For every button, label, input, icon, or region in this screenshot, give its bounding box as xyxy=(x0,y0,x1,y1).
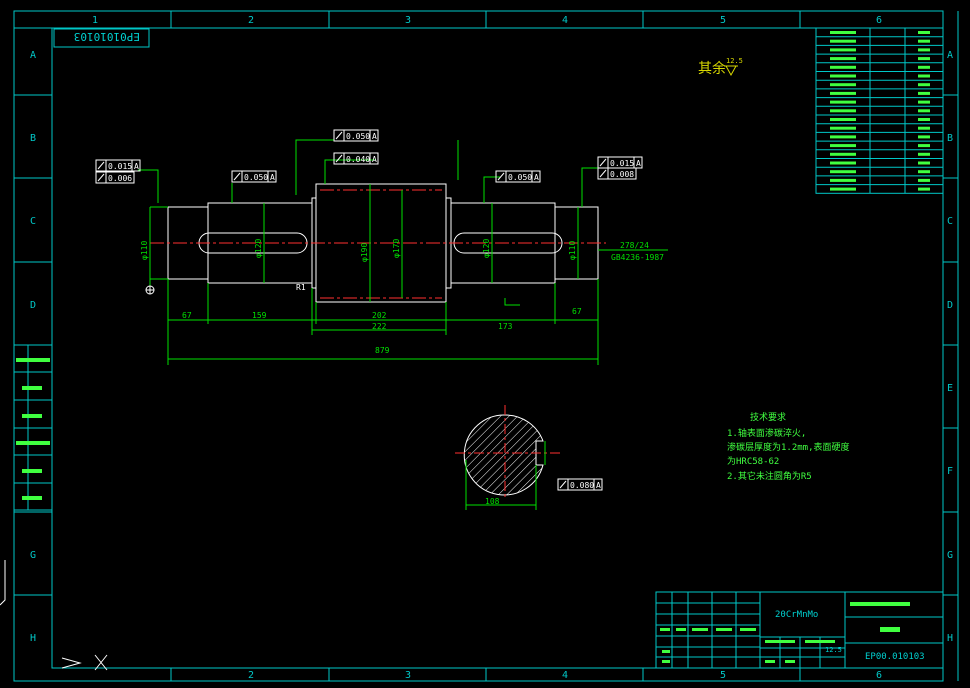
thread-note-2: GB4236-1987 xyxy=(611,253,664,262)
rest-roughness-value: 12.5 xyxy=(726,57,743,65)
col-label-2: 2 xyxy=(248,15,254,26)
tolerance-datum: A xyxy=(270,173,275,182)
material-label: 20CrMnMo xyxy=(775,610,818,620)
col-label-4: 4 xyxy=(562,15,568,26)
tolerance-datum: A xyxy=(596,481,601,490)
tolerance-datum: A xyxy=(372,155,377,164)
row-label-c: C xyxy=(30,216,36,227)
dim-202: 202 xyxy=(372,311,387,320)
tolerance-value: 0.080 xyxy=(570,481,594,490)
code-box-text: EP01010103 xyxy=(74,30,140,43)
cross-section: 108 xyxy=(455,405,560,510)
section-width-label: 108 xyxy=(485,497,500,506)
col-label-6-bottom: 6 xyxy=(876,670,882,681)
col-label-4-bottom: 4 xyxy=(562,670,568,681)
col-label-2-bottom: 2 xyxy=(248,670,254,681)
radius-label: R1 xyxy=(296,283,306,292)
col-label-6: 6 xyxy=(876,15,882,26)
tolerance-frame-left-cyl: 0.006 xyxy=(95,171,135,184)
dia-left-journal: φ120 xyxy=(254,239,263,258)
row-label-g-right: G xyxy=(947,550,953,561)
dim-67-right: 67 xyxy=(572,307,582,316)
thread-note-1: 278/24 xyxy=(620,241,649,250)
col-label-3-bottom: 3 xyxy=(405,670,411,681)
row-label-h-right: H xyxy=(947,633,953,644)
dia-body2: φ170 xyxy=(392,239,401,258)
dim-173: 173 xyxy=(498,322,513,331)
row-label-a-right: A xyxy=(947,50,953,61)
row-label-c-right: C xyxy=(947,216,953,227)
tech-line-2: 渗碳层厚度为1.2mm,表面硬度 xyxy=(727,441,850,453)
tech-line-4: 2.其它未注圆角为R5 xyxy=(727,470,812,482)
row-label-f-right: F xyxy=(947,466,953,477)
title-block-texts: 20CrMnMo EP00.010103 12.5 xyxy=(775,610,925,662)
row-label-h: H xyxy=(30,633,36,644)
dimension-texts: 67 159 202 222 173 67 879 R1 278/24 GB42… xyxy=(140,239,664,355)
tolerance-value: 0.006 xyxy=(108,174,132,183)
tolerance-value: 0.050 xyxy=(244,173,268,182)
tolerance-value: 0.008 xyxy=(610,170,634,179)
drawing-frame xyxy=(13,10,959,682)
tech-title: 技术要求 xyxy=(750,411,786,423)
dia-right-end: φ110 xyxy=(568,241,577,260)
tech-line-1: 1.轴表面渗碳淬火, xyxy=(727,427,806,439)
dim-222: 222 xyxy=(372,322,387,331)
tech-line-3: 为HRC58-62 xyxy=(727,455,779,467)
col-label-5-bottom: 5 xyxy=(720,670,726,681)
dia-right-journal: φ120 xyxy=(482,239,491,258)
left-revision-table xyxy=(13,344,53,511)
rest-roughness-label: 其余 xyxy=(698,60,726,77)
dia-body1: φ190 xyxy=(360,243,369,262)
row-label-d-right: D xyxy=(947,300,953,311)
tolerance-value: 0.050 xyxy=(508,173,532,182)
tolerance-value: 0.015 xyxy=(610,159,634,168)
tech-requirements: 技术要求 1.轴表面渗碳淬火, 渗碳层厚度为1.2mm,表面硬度 为HRC58-… xyxy=(727,411,850,482)
dia-left-end: φ110 xyxy=(140,241,149,260)
scale-value: 12.5 xyxy=(825,646,842,654)
tolerance-datum: A xyxy=(134,162,139,171)
rest-roughness: 其余 12.5 xyxy=(698,57,743,77)
parameter-table xyxy=(815,27,944,194)
tolerance-leaders xyxy=(138,139,598,306)
zone-labels: 1 2 3 4 5 6 2 3 4 5 6 A B C D G H A B C … xyxy=(30,15,953,681)
row-label-b: B xyxy=(30,133,36,144)
col-label-3: 3 xyxy=(405,15,411,26)
tolerance-value: 0.015 xyxy=(108,162,132,171)
dim-159: 159 xyxy=(252,311,267,320)
tolerance-datum: A xyxy=(636,159,641,168)
centerlines xyxy=(150,189,606,299)
col-label-1: 1 xyxy=(92,15,98,26)
tolerance-value: 0.040 xyxy=(346,155,370,164)
row-label-g: G xyxy=(30,550,36,561)
dim-879: 879 xyxy=(375,346,390,355)
tolerance-datum: A xyxy=(372,132,377,141)
row-label-a: A xyxy=(30,50,36,61)
dimension-lines xyxy=(149,184,668,365)
row-label-e-right: E xyxy=(947,383,953,394)
datum-a-marker xyxy=(145,285,155,295)
ucs-icon xyxy=(0,560,108,671)
title-block xyxy=(655,591,944,669)
tolerance-value: 0.050 xyxy=(346,132,370,141)
drawing-number: EP00.010103 xyxy=(865,652,925,662)
row-label-d: D xyxy=(30,300,36,311)
code-box: EP01010103 xyxy=(53,28,150,48)
tolerance-frame-right-cyl: 0.008 xyxy=(597,167,637,180)
title-block-marks xyxy=(660,602,910,663)
left-table-marks xyxy=(16,358,50,500)
row-label-b-right: B xyxy=(947,133,953,144)
tolerance-datum: A xyxy=(534,173,539,182)
col-label-5: 5 xyxy=(720,15,726,26)
dim-67-left: 67 xyxy=(182,311,192,320)
